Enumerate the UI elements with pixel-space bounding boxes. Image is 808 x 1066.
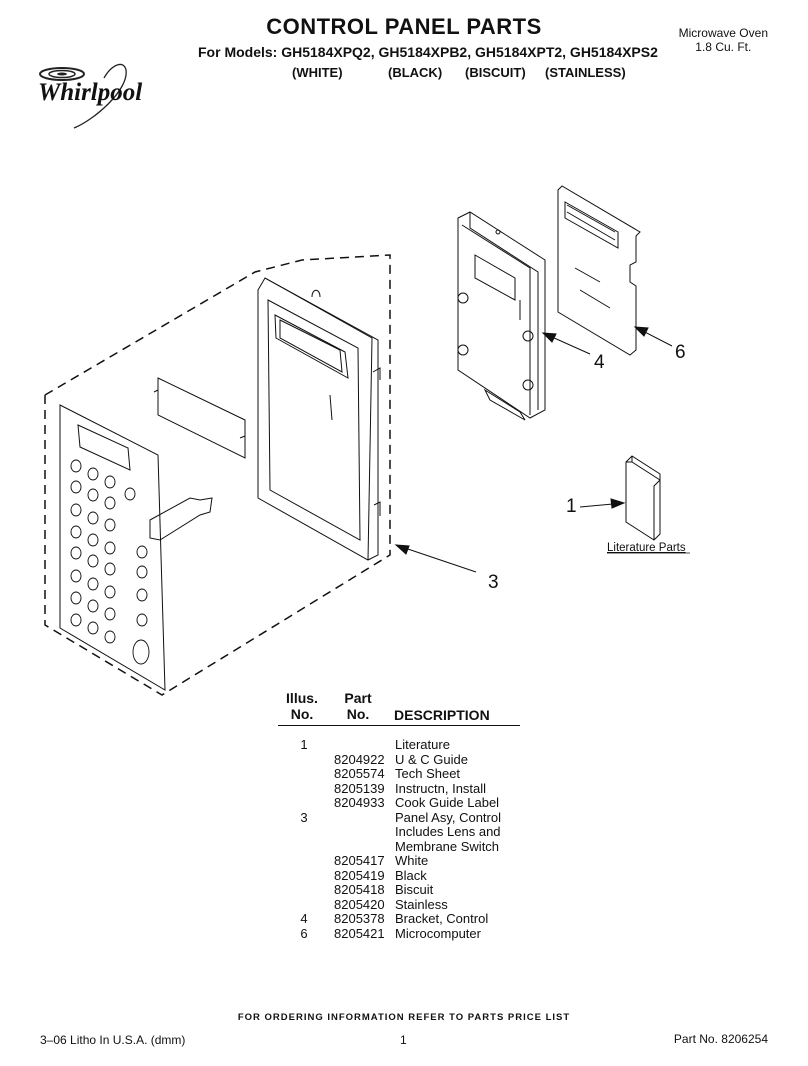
illus-number: 1: [300, 737, 308, 752]
part-number: 8205419: [334, 867, 385, 883]
part-description: Black: [395, 867, 427, 883]
part-number: 8205418: [334, 882, 385, 897]
part-description: Microcomputer: [395, 925, 481, 941]
product-capacity: 1.8 Cu. Ft.: [695, 40, 752, 54]
variant-biscuit: (BISCUIT): [465, 65, 526, 80]
part-number: 8205574: [334, 766, 385, 781]
ordering-note: FOR ORDERING INFORMATION REFER TO PARTS …: [237, 1012, 571, 1023]
membrane-switch-part: [59, 404, 213, 691]
part-description: Includes Lens and: [395, 824, 501, 839]
brand-logo: Whirlpool: [38, 63, 142, 129]
part-number: 8205420: [334, 896, 385, 912]
variant-white: (WHITE): [292, 65, 343, 80]
page-number: 1: [400, 1033, 407, 1047]
microcomputer-board-part: [557, 185, 641, 356]
col-header-illus: Illus. No.: [286, 690, 318, 722]
lens-part: [157, 377, 246, 459]
col-header-part: Part No.: [344, 690, 372, 722]
literature-booklet-part: [625, 455, 661, 541]
part-number: 8205139: [334, 780, 385, 796]
part-description: Stainless: [395, 896, 448, 912]
callout-4: 4: [594, 352, 605, 373]
part-number: 8205417: [334, 853, 385, 868]
part-description: Cook Guide Label: [395, 795, 500, 810]
illus-number: 4: [300, 911, 308, 926]
control-bracket-part: [457, 211, 546, 421]
header-rule: [278, 725, 520, 726]
part-number: 8205421: [334, 925, 385, 941]
page-title: CONTROL PANEL PARTS: [266, 14, 542, 39]
brand-wordmark: Whirlpool: [38, 79, 142, 106]
part-description: Tech Sheet: [395, 766, 461, 781]
col-header-description: DESCRIPTION: [394, 707, 490, 723]
part-description: White: [395, 853, 429, 868]
assembly-boundary: [44, 254, 391, 696]
callout-arrows: [394, 326, 673, 573]
literature-parts-caption: Literature Parts: [607, 542, 686, 554]
callout-3: 3: [488, 572, 499, 593]
print-info: 3–06 Litho In U.S.A. (dmm): [40, 1033, 186, 1047]
model-list: For Models: GH5184XPQ2, GH5184XPB2, GH51…: [198, 44, 658, 60]
part-description: Biscuit: [395, 882, 434, 897]
product-type: Microwave Oven: [678, 26, 768, 40]
product-info: Microwave Oven 1.8 Cu. Ft.: [679, 26, 768, 54]
part-number: 8204922: [334, 751, 385, 767]
illus-number: 6: [300, 925, 308, 941]
part-description: Membrane Switch: [395, 838, 500, 854]
part-number: 8205378: [334, 911, 385, 926]
variant-stainless: (STAINLESS): [545, 65, 626, 80]
control-panel-frame: [257, 277, 381, 561]
part-description: Panel Asy, Control: [395, 809, 501, 825]
illus-number: 3: [300, 809, 308, 825]
part-description: Bracket, Control: [395, 911, 489, 926]
callout-6: 6: [675, 342, 686, 363]
part-description: U & C Guide: [395, 751, 468, 767]
document-part-number: Part No. 8206254: [673, 1032, 768, 1046]
part-description: Instructn, Install: [395, 780, 487, 796]
variant-black: (BLACK): [388, 65, 443, 80]
part-description: Literature: [395, 737, 450, 752]
parts-table: Illus. No. Part No. DESCRIPTION 1 Literat…: [278, 690, 538, 950]
part-number: 8204933: [334, 795, 385, 810]
callout-1: 1: [566, 496, 577, 517]
exploded-parts-diagram: 3 4 6 1 Literature Parts: [44, 185, 690, 696]
